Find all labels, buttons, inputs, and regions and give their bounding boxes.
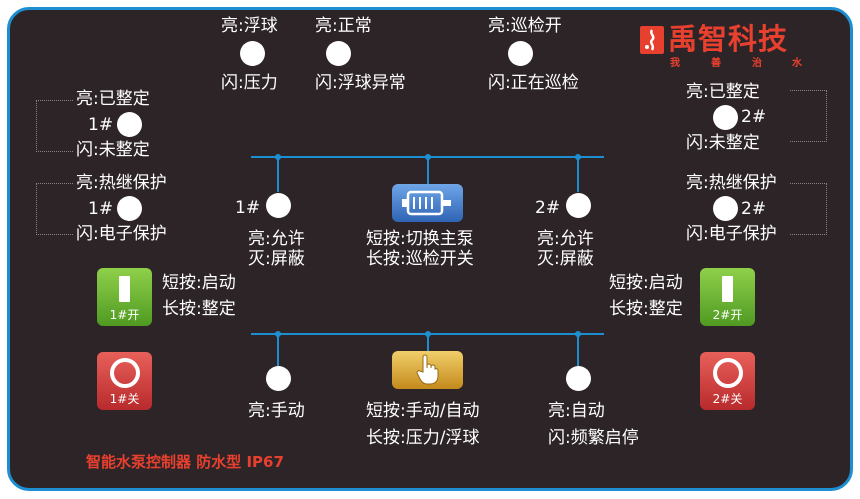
upper-link-1 xyxy=(277,158,279,192)
brand-slogan-1: 我 xyxy=(670,58,680,69)
float-lit-label: 亮:浮球 xyxy=(221,16,278,36)
pump2-mask-label: 灭:屏蔽 xyxy=(537,249,594,269)
pump2-off-key-label: 2#关 xyxy=(712,392,743,406)
left-short-start-label: 短按:启动 xyxy=(162,273,236,293)
power-on-icon xyxy=(119,276,130,302)
brand-name: 禹智科技 xyxy=(668,22,789,56)
right-protect-led xyxy=(713,196,738,221)
motor-icon xyxy=(402,190,451,216)
pump1-allow-led xyxy=(266,193,291,218)
upper-junction-dot xyxy=(575,154,581,160)
left-tune-led xyxy=(117,112,142,137)
patrol-indicator-led xyxy=(508,41,533,66)
switch-pump-button[interactable] xyxy=(392,184,463,222)
manual-lit-label: 亮:手动 xyxy=(248,401,305,421)
status-indicator-led xyxy=(326,41,351,66)
right-thermal-lit-label: 亮:热继保护 xyxy=(686,173,777,193)
pump2-on-key[interactable]: 2#开 xyxy=(700,268,755,326)
lower-link-2 xyxy=(577,335,579,366)
right-tune-bracket xyxy=(790,90,827,142)
patrol-on-lit-label: 亮:巡检开 xyxy=(488,16,562,36)
mode-toggle-button[interactable] xyxy=(392,351,463,389)
left-long-tune-label: 长按:整定 xyxy=(162,299,236,319)
lower-junction-dot xyxy=(425,331,431,337)
mode-long-label: 长按:压力/浮球 xyxy=(366,428,480,448)
float-indicator-led xyxy=(240,41,265,66)
lower-link-mode xyxy=(427,335,429,351)
mode-short-label: 短按:手动/自动 xyxy=(366,401,480,421)
pump2-allow-label: 亮:允许 xyxy=(537,229,594,249)
float-abnormal-flash-label: 闪:浮球异常 xyxy=(315,73,406,93)
power-off-icon xyxy=(713,358,743,388)
right-tune-led xyxy=(713,105,738,130)
switch-pump-short-label: 短按:切换主泵 xyxy=(366,229,474,249)
frequent-flash-label: 闪:频繁启停 xyxy=(548,428,639,448)
lower-junction-dot xyxy=(575,331,581,337)
pump2-label: 2# xyxy=(535,198,561,218)
left-tuned-lit-label: 亮:已整定 xyxy=(76,89,150,109)
product-model-label: 智能水泵控制器 防水型 IP67 xyxy=(86,453,284,471)
left-tune-bracket xyxy=(36,100,73,152)
pump1-mask-label: 灭:屏蔽 xyxy=(248,249,305,269)
right-tuned-lit-label: 亮:已整定 xyxy=(686,82,760,102)
pump2-off-key[interactable]: 2#关 xyxy=(700,352,755,410)
left-protect-bracket xyxy=(36,183,73,235)
right-protect-pump-num: 2# xyxy=(741,199,767,219)
pump1-on-key[interactable]: 1#开 xyxy=(97,268,152,326)
pump1-off-key-label: 1#关 xyxy=(109,392,140,406)
right-short-start-label: 短按:启动 xyxy=(609,273,683,293)
control-panel xyxy=(7,7,853,491)
brand-slogan-2: 善 xyxy=(711,58,721,69)
left-protect-pump-num: 1# xyxy=(88,199,114,219)
upper-junction-dot xyxy=(275,154,281,160)
logo-mark-icon xyxy=(640,26,664,54)
pump2-allow-led xyxy=(566,193,591,218)
auto-lit-label: 亮:自动 xyxy=(548,401,605,421)
pump1-on-key-label: 1#开 xyxy=(109,308,140,322)
pump1-label: 1# xyxy=(235,198,261,218)
left-protect-led xyxy=(117,196,142,221)
pump2-on-key-label: 2#开 xyxy=(712,308,743,322)
left-thermal-lit-label: 亮:热继保护 xyxy=(76,173,167,193)
pump1-allow-label: 亮:允许 xyxy=(248,229,305,249)
upper-junction-dot xyxy=(425,154,431,160)
upper-link-pump xyxy=(427,158,429,184)
right-electronic-flash-label: 闪:电子保护 xyxy=(686,224,777,244)
upper-link-2 xyxy=(577,158,579,192)
left-tune-pump-num: 1# xyxy=(88,115,114,135)
patrol-long-label: 长按:巡检开关 xyxy=(366,249,474,269)
power-on-icon xyxy=(722,276,733,302)
left-untuned-flash-label: 闪:未整定 xyxy=(76,140,150,160)
power-off-icon xyxy=(110,358,140,388)
lower-link-1 xyxy=(277,335,279,366)
normal-lit-label: 亮:正常 xyxy=(315,16,372,36)
right-protect-bracket xyxy=(790,183,827,235)
right-long-tune-label: 长按:整定 xyxy=(609,299,683,319)
hand-pointer-icon xyxy=(416,354,439,385)
left-electronic-flash-label: 闪:电子保护 xyxy=(76,224,167,244)
brand-slogan-4: 水 xyxy=(792,58,802,69)
lower-junction-dot xyxy=(275,331,281,337)
patrolling-flash-label: 闪:正在巡检 xyxy=(488,73,579,93)
right-untuned-flash-label: 闪:未整定 xyxy=(686,133,760,153)
pump1-off-key[interactable]: 1#关 xyxy=(97,352,152,410)
manual-led xyxy=(266,366,291,391)
brand-slogan-3: 治 xyxy=(752,58,762,69)
auto-led xyxy=(566,366,591,391)
right-tune-pump-num: 2# xyxy=(741,107,767,127)
pressure-flash-label: 闪:压力 xyxy=(221,73,278,93)
